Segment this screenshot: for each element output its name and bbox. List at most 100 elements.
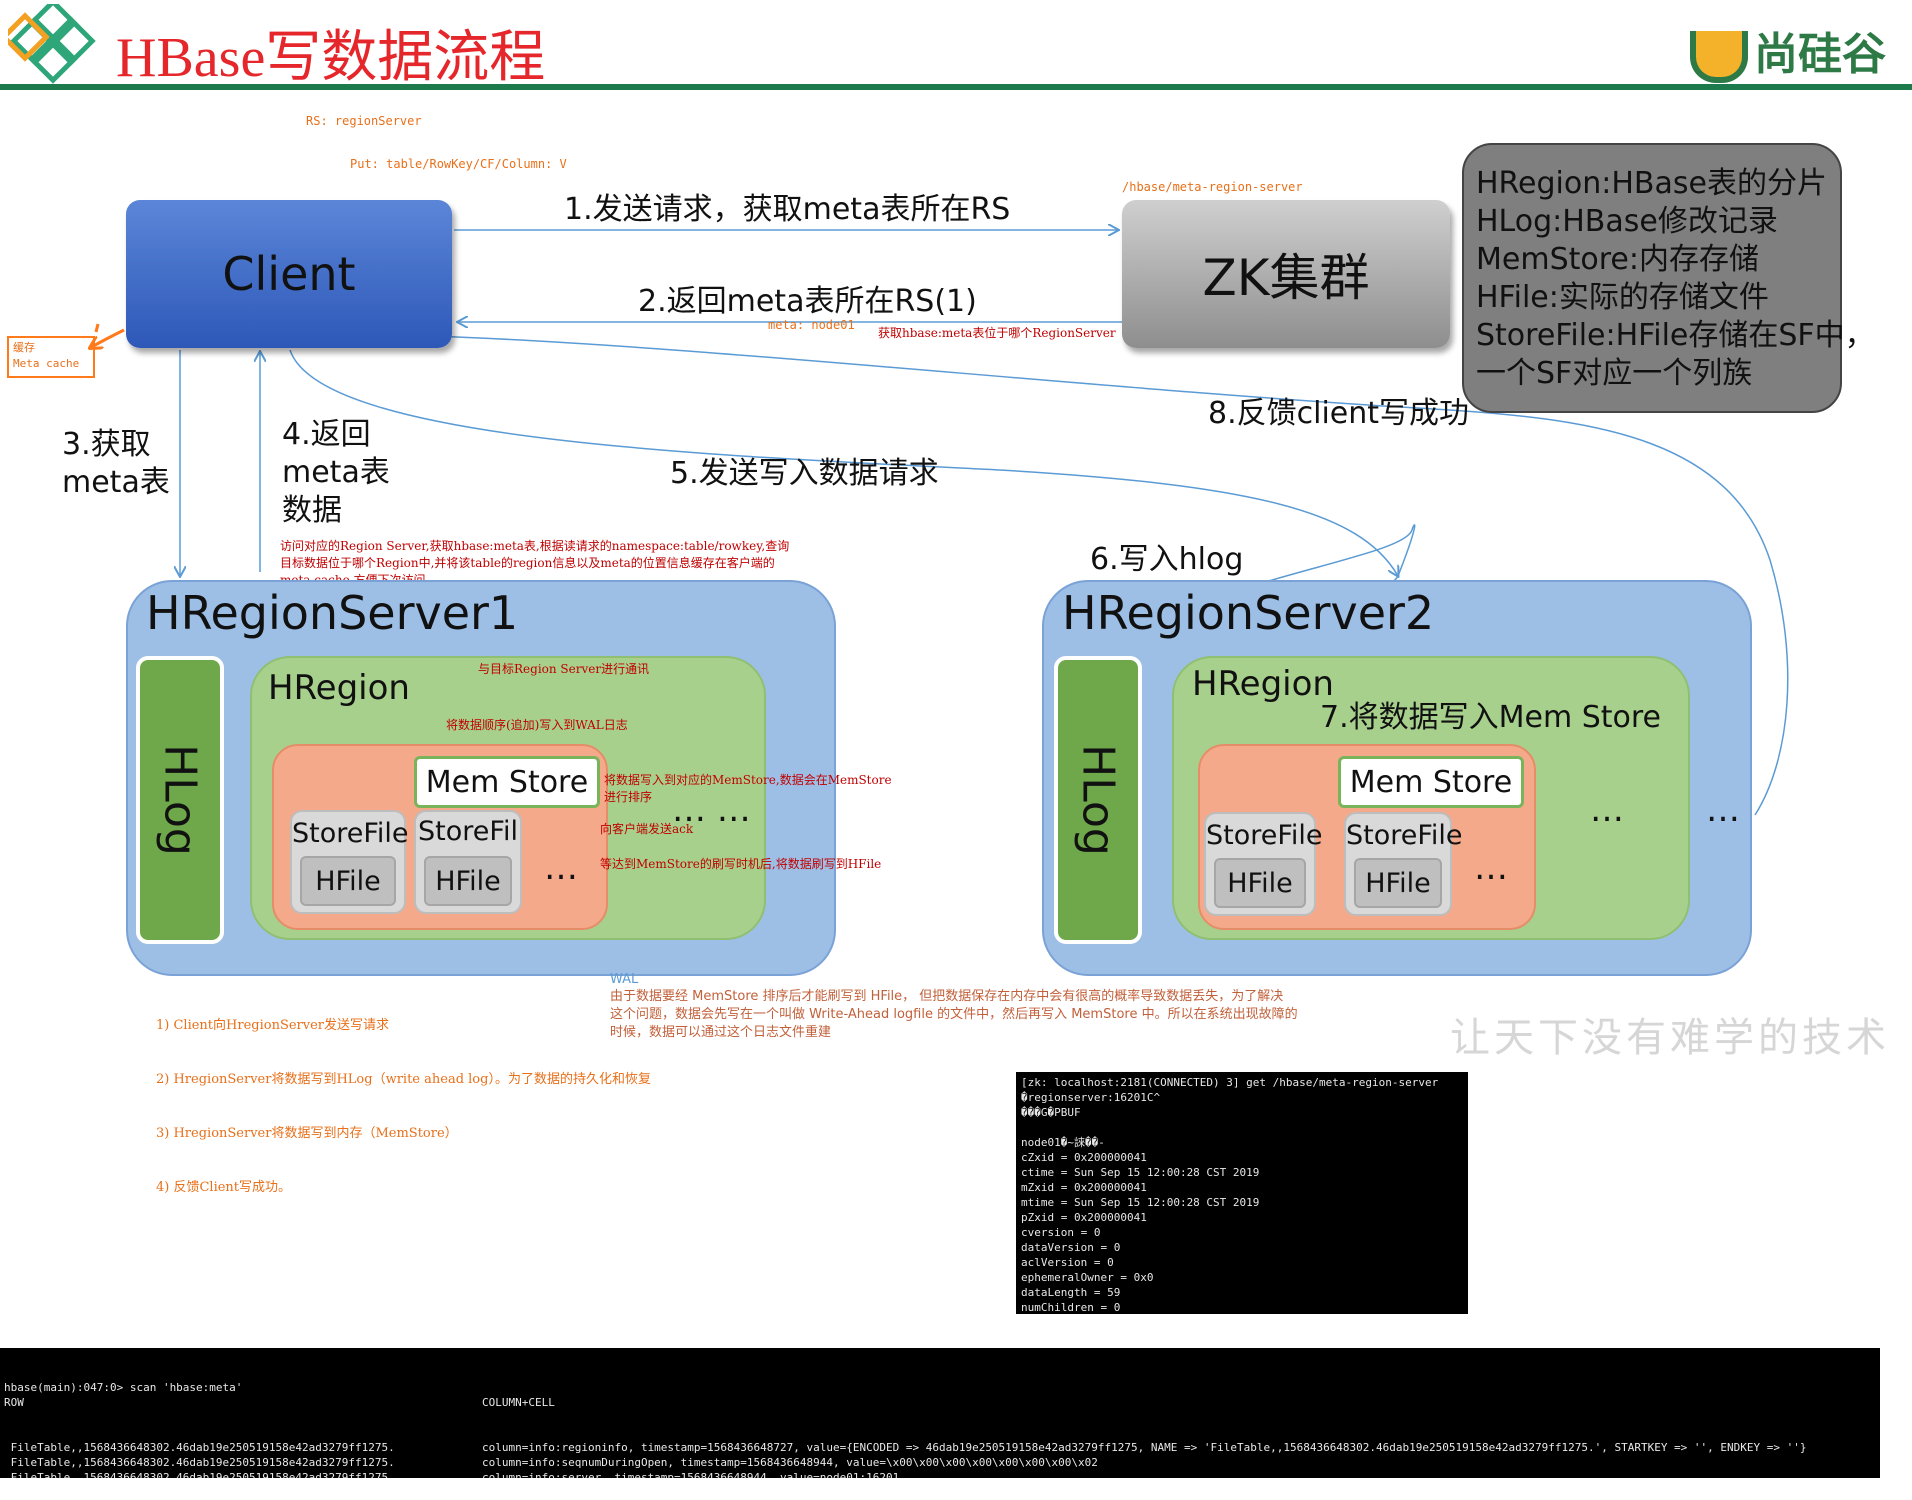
page-title: HBase写数据流程 [116,27,546,89]
hregion-1-title: HRegion [268,668,410,708]
step3-line: meta表 [62,465,170,500]
zk-terminal-line: ctime = Sun Sep 15 12:00:28 CST 2019 [1021,1166,1260,1179]
step6-label: 6.写入hlog [1090,542,1244,577]
region-server-2-title: HRegionServer2 [1062,586,1435,640]
wal-text-line: 时候，数据可以通过这个日志文件重建 [610,1025,832,1040]
zk-terminal-line: cversion = 0 [1021,1226,1101,1239]
brand-u-icon [1690,31,1748,83]
arrow-cache-tick [94,323,100,333]
hregion-2-title: HRegion [1192,664,1334,704]
visit-note-line: 访问对应的Region Server,获取hbase:meta表,根据读请求的n… [280,539,790,553]
comm-region-note: 与目标Region Server进行通讯 [478,662,650,676]
hlog-1: HLog [136,656,224,944]
scan-cell-column: COLUMN+CELL column=info:regioninfo, time… [482,1365,1872,1478]
storefile-1a-label: StoreFile [292,818,409,849]
zk-get-note: 获取hbase:meta表位于哪个RegionServer [878,326,1116,340]
hlog-1-label: HLog [154,744,206,856]
memstore-1: Mem Store [414,756,600,808]
zk-terminal-line: dataLength = 59 [1021,1286,1121,1299]
watermark-text: 让天下没有难学的技术 [1450,1015,1890,1061]
zk-terminal-line [1021,1120,1463,1135]
wal-write-note: 将数据顺序(追加)写入到WAL日志 [446,718,628,732]
zk-label: ZK集群 [1202,249,1370,307]
brand-logo: 尚硅谷 [1690,18,1886,83]
scan-header-row: ROW [4,1396,24,1409]
meta-cache-box: 缓存 Meta cache [7,336,95,378]
wal-text: 由于数据要经 MemStore 排序后才能刷写到 HFile， 但把数据保存在内… [610,988,1330,1042]
wal-text-line: 这个问题，数据会先写在一个叫做 Write-Ahead logfile 的文件中… [610,1007,1298,1022]
zk-terminal-line: mZxid = 0x200000041 [1021,1181,1147,1194]
storefile-2a-label: StoreFile [1206,820,1323,851]
header-divider [0,84,1912,90]
legend-item: StoreFile:HFile存储在SF中， [1476,318,1875,353]
visit-note-line: 目标数据位于哪个Region中,并将该table的region信息以及meta的… [280,556,775,570]
rs-definition: RS: regionServer [306,114,422,128]
legend-item: HRegion:HBase表的分片 [1476,166,1827,201]
legend-item: MemStore:内存存储 [1476,242,1759,277]
step8-label: 8.反馈client写成功 [1208,396,1470,431]
server-more-2: … [1706,790,1740,830]
zk-terminal-line: mtime = Sun Sep 15 12:00:28 CST 2019 [1021,1196,1260,1209]
storefile-2b: StoreFile HFile [1344,812,1463,916]
region-more-2: … [1590,790,1624,830]
storefile-2a: StoreFile HFile [1204,812,1323,916]
zk-terminal-line: [zk: localhost:2181(CONNECTED) 3] get /h… [1021,1076,1439,1089]
zk-cluster-node: ZK集群 [1122,200,1450,348]
client-node: Client [126,200,452,348]
ack-note: 向客户端发送ack [600,822,694,836]
legend-box: HRegion:HBase表的分片 HLog:HBase修改记录 MemStor… [1462,143,1875,413]
storefile-1b: StoreFil HFile [414,810,522,914]
hfile-1a: HFile [300,856,396,906]
storefile-more-2: … [1474,848,1508,888]
step-list-item: 3) HregionServer将数据写到内存（MemStore） [156,1126,458,1141]
brand-name: 尚硅谷 [1754,29,1886,80]
flush-note: 等达到MemStore的刷写时机后,将数据刷写到HFile [600,857,882,871]
legend-item: 一个SF对应一个列族 [1476,356,1753,391]
zk-terminal: [zk: localhost:2181(CONNECTED) 3] get /h… [1016,1072,1468,1314]
step-list-item: 1) Client向HregionServer发送写请求 [156,1018,390,1033]
storefile-2b-label: StoreFile [1346,820,1463,851]
legend-item: HLog:HBase修改记录 [1476,204,1778,239]
cache-label-en: Meta cache [13,357,80,370]
zk-terminal-line: numChildren = 0 [1021,1301,1121,1314]
region-server-1-title: HRegionServer1 [146,586,519,640]
step4-line: 数据 [282,493,342,528]
step3-label: 3.获取 meta表 [62,426,170,502]
storefile-more-1: … [544,848,578,888]
step3-line: 3.获取 [62,427,151,462]
step5-label: 5.发送写入数据请求 [670,456,939,491]
zk-terminal-line: cZxid = 0x200000041 [1021,1151,1147,1164]
scan-header-cell: COLUMN+CELL [482,1396,555,1409]
scan-terminal: hbase(main):047:0> scan 'hbase:meta' ROW… [0,1348,1880,1478]
step4-line: meta表 [282,455,390,490]
zk-terminal-line: dataVersion = 0 [1021,1241,1121,1254]
region-more-1: … … [672,790,751,830]
hfile-2b: HFile [1354,858,1442,908]
zk-terminal-line: pZxid = 0x200000041 [1021,1211,1147,1224]
scan-cell: column=info:seqnumDuringOpen, timestamp=… [482,1456,1098,1469]
wal-title: WAL [610,972,639,987]
step-list-item: 4) 反馈Client写成功。 [156,1180,292,1195]
zk-path: /hbase/meta-region-server [1122,180,1303,194]
arrow-step5 [289,349,1398,576]
arrow-cache [90,328,125,348]
hlog-2-label: HLog [1072,744,1124,856]
zk-terminal-line: node01�~誺��- [1021,1136,1105,1149]
hfile-1b: HFile [424,856,512,906]
zk-terminal-line: aclVersion = 0 [1021,1256,1114,1269]
wal-text-line: 由于数据要经 MemStore 排序后才能刷写到 HFile， 但把数据保存在内… [610,989,1284,1004]
step4-line: 4.返回 [282,417,371,452]
scan-row-column: ROW FileTable,,1568436648302.46dab19e250… [4,1365,474,1478]
zk-terminal-line: ���G�PBUF [1021,1106,1081,1119]
logo-diamond-icon [8,4,96,84]
scan-row: FileTable,,1568436648302.46dab19e2505191… [4,1441,395,1454]
client-label: Client [222,247,356,301]
memstore-2: Mem Store [1338,756,1524,808]
scan-prompt: hbase(main):047:0> scan 'hbase:meta' [4,1381,243,1394]
memstore-sort-line: 进行排序 [604,790,653,804]
zk-terminal-line: ephemeralOwner = 0x0 [1021,1271,1154,1284]
arrow-step8 [430,336,1789,816]
scan-row: FileTable,,1568436648302.46dab19e2505191… [4,1471,395,1478]
cache-label: 缓存 [13,341,35,354]
hlog-2: HLog [1054,656,1142,944]
